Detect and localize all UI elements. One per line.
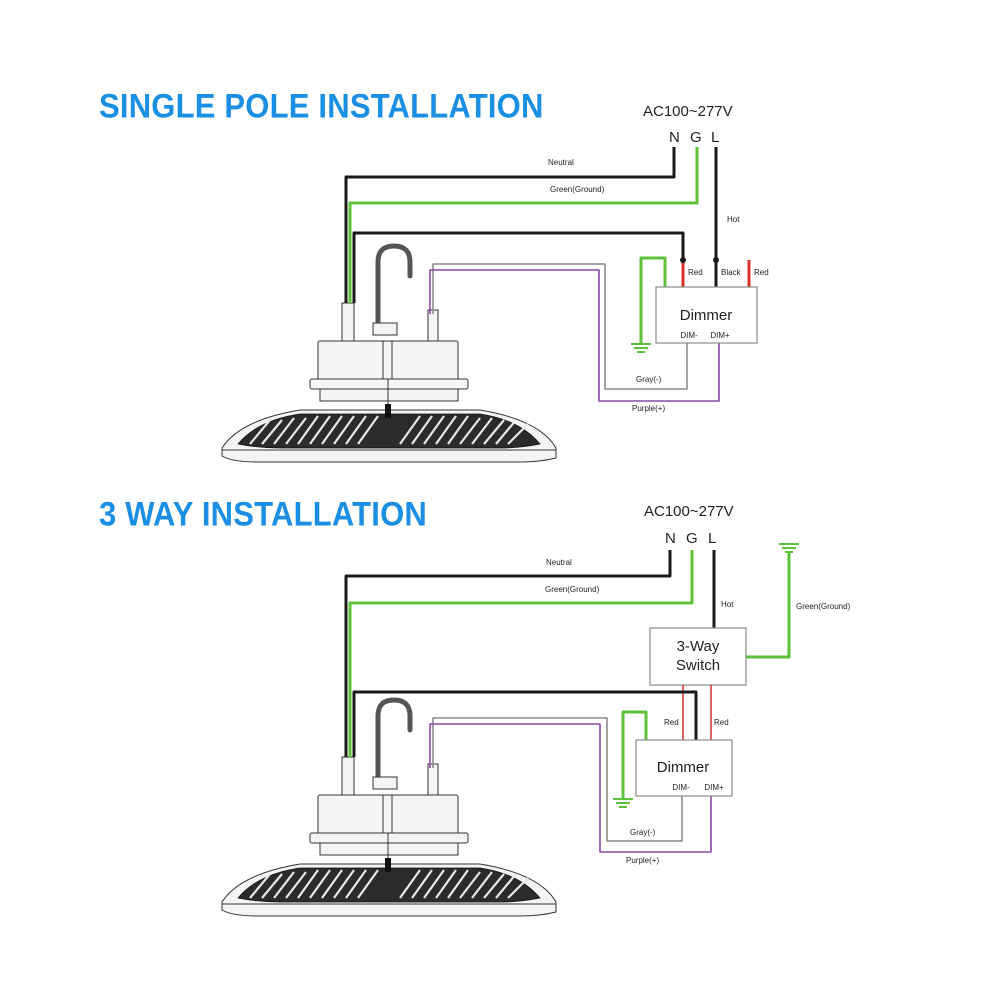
switch-ground-label: Green(Ground): [796, 602, 851, 611]
switch-ground-wire: [746, 553, 791, 659]
three-way-heading: 3 WAY INSTALLATION: [99, 494, 427, 534]
neutral-wire: [344, 550, 672, 757]
switch-label-line1: 3-Way: [677, 638, 720, 655]
high-bay-light-icon: [222, 246, 556, 462]
supply-voltage-label: AC100~277V: [644, 503, 734, 520]
purple-label: Purple(+): [626, 856, 659, 865]
neutral-wire: [344, 147, 676, 303]
dimmer-ground-wire: [621, 710, 648, 799]
terminal-g: G: [686, 530, 698, 547]
purple-label: Purple(+): [632, 404, 665, 413]
single-pole-heading: SINGLE POLE INSTALLATION: [99, 86, 544, 126]
gray-dim-minus-wire: [432, 717, 683, 842]
ground-symbol-icon: [631, 343, 651, 353]
gray-dim-minus-wire: [432, 263, 688, 390]
gray-label: Gray(-): [636, 375, 662, 384]
lamp-line-wire: [352, 690, 698, 757]
dimmer-dim-minus-label: DIM-: [680, 331, 698, 340]
ground-label: Green(Ground): [545, 585, 600, 594]
dimmer-dim-minus-label: DIM-: [672, 783, 690, 792]
dimmer-box: [655, 286, 758, 344]
terminal-l: L: [711, 129, 719, 146]
dimmer-dim-plus-label: DIM+: [710, 331, 730, 340]
dimmer-ground-wire: [639, 256, 667, 344]
black-label: Black: [721, 268, 742, 277]
ground-label: Green(Ground): [550, 185, 605, 194]
dimmer-title: Dimmer: [680, 307, 733, 324]
three-way-diagram: 3-Way Switch Dimmer DIM- DIM+ AC100~277V…: [222, 503, 851, 916]
terminal-n: N: [665, 530, 676, 547]
red-right-label: Red: [714, 718, 729, 727]
lamp-line-wire: [352, 231, 685, 303]
red-left-label: Red: [688, 268, 703, 277]
hot-label: Hot: [727, 215, 740, 224]
hot-label: Hot: [721, 600, 734, 609]
purple-dim-plus-wire: [429, 723, 712, 853]
three-way-switch-box: [649, 627, 747, 686]
high-bay-light-icon: [222, 700, 556, 916]
dimmer-dim-plus-label: DIM+: [704, 783, 724, 792]
terminal-n: N: [669, 129, 680, 146]
neutral-label: Neutral: [548, 158, 574, 167]
terminal-g: G: [690, 129, 702, 146]
switch-label-line2: Switch: [676, 657, 720, 674]
red-junction: [680, 257, 686, 263]
hot-junction: [713, 257, 719, 263]
terminal-l: L: [708, 530, 716, 547]
supply-voltage-label: AC100~277V: [643, 103, 733, 120]
ground-wire: [348, 550, 694, 757]
red-left-label: Red: [664, 718, 679, 727]
red-right-label: Red: [754, 268, 769, 277]
ground-symbol-icon: [613, 798, 633, 808]
ground-wire: [348, 147, 699, 303]
neutral-label: Neutral: [546, 558, 572, 567]
ground-symbol-icon: [779, 543, 799, 553]
dimmer-box: [635, 739, 733, 797]
single-pole-diagram: Dimmer DIM- DIM+ AC100~277V N G L Neutra…: [222, 103, 769, 462]
dimmer-title: Dimmer: [657, 759, 710, 776]
gray-label: Gray(-): [630, 828, 656, 837]
purple-dim-plus-wire: [429, 269, 720, 402]
